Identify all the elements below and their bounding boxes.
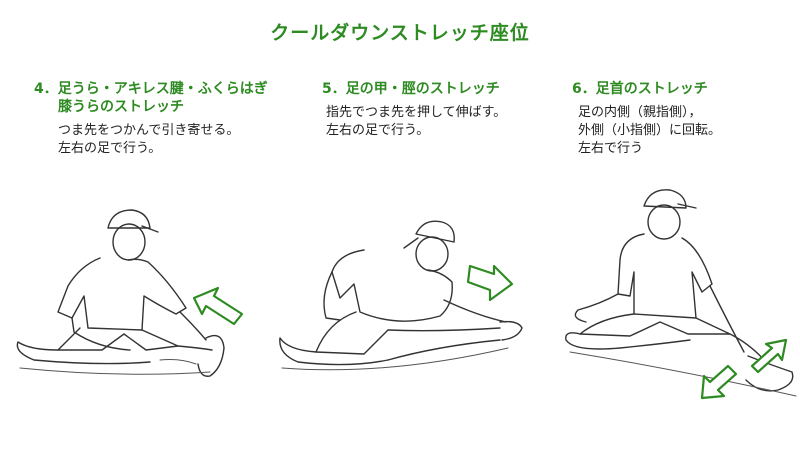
section-6-body-line3: 左右で行う [578,141,644,156]
section-5-heading: 5．足の甲・脛のストレッチ [322,80,500,98]
section-6-body-line1: 足の内側（親指側）， [578,105,702,120]
section-4-heading-line1: 4．足うら・アキレス腱・ふくらはぎ [34,81,268,97]
arrow-down-left-icon [700,364,738,400]
arrow-up-left-icon [192,286,244,326]
page-title: クールダウンストレッチ座位 [270,22,530,44]
section-5-body-line2: 左右の足で行う。 [326,123,430,138]
section-5-heading-line1: 5．足の甲・脛のストレッチ [322,81,500,97]
figure-4-seated-toe-pull [16,209,244,377]
section-5-instructions: 指先でつま先を押して伸ばす。 左右の足で行う。 [326,104,506,140]
section-4-body-line1: つま先をつかんで引き寄せる。 [58,123,240,138]
section-4-instructions: つま先をつかんで引き寄せる。 左右の足で行う。 [58,122,239,158]
section-4-heading-line2: 膝うらのストレッチ [58,99,184,115]
section-6-instructions: 足の内側（親指側）， 外側（小指側）に回転。 左右で行う [578,104,721,158]
section-6-heading: 6．足首のストレッチ [572,80,708,98]
section-4-heading: 4．足うら・アキレス腱・ふくらはぎ 膝うらのストレッチ [34,80,268,116]
arrow-up-right-icon [750,338,788,374]
section-5-body-line1: 指先でつま先を押して伸ばす。 [326,105,507,120]
figure-5-seated-instep-stretch [279,220,523,371]
section-4-body-line2: 左右の足で行う。 [58,141,162,156]
section-6-body-line2: 外側（小指側）に回転。 [578,123,722,138]
arrow-right-icon [466,264,514,302]
figure-6-ankle-rotation [565,189,797,400]
section-6-heading-line1: 6．足首のストレッチ [572,81,708,97]
